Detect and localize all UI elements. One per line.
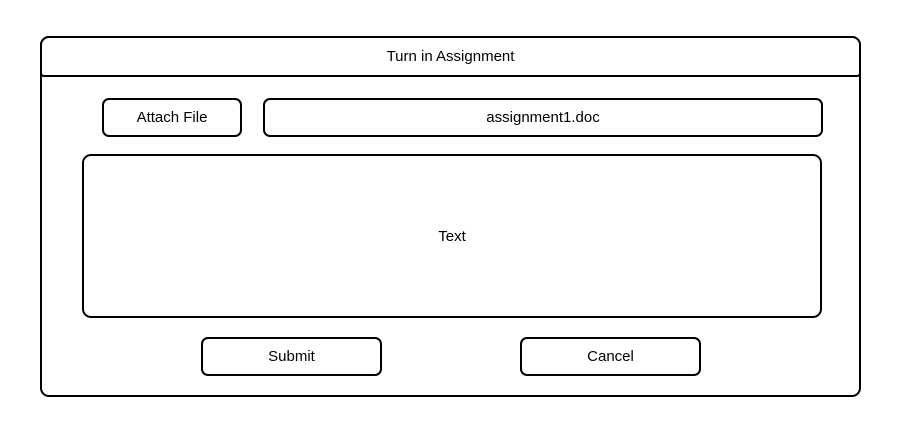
submit-button-label: Submit [268, 348, 315, 365]
dialog-title: Turn in Assignment [386, 48, 515, 65]
attached-file-field[interactable]: assignment1.doc [263, 98, 823, 137]
turn-in-assignment-dialog: Turn in Assignment Attach File assignmen… [40, 36, 861, 397]
dialog-title-bar: Turn in Assignment [40, 36, 861, 77]
attached-file-name: assignment1.doc [486, 109, 600, 126]
attach-file-button-label: Attach File [136, 109, 208, 126]
cancel-button[interactable]: Cancel [520, 337, 701, 376]
text-area-placeholder: Text [438, 227, 466, 245]
submit-button[interactable]: Submit [201, 337, 382, 376]
assignment-text-area[interactable]: Text [82, 154, 822, 318]
attach-file-button[interactable]: Attach File [102, 98, 242, 137]
cancel-button-label: Cancel [587, 348, 634, 365]
